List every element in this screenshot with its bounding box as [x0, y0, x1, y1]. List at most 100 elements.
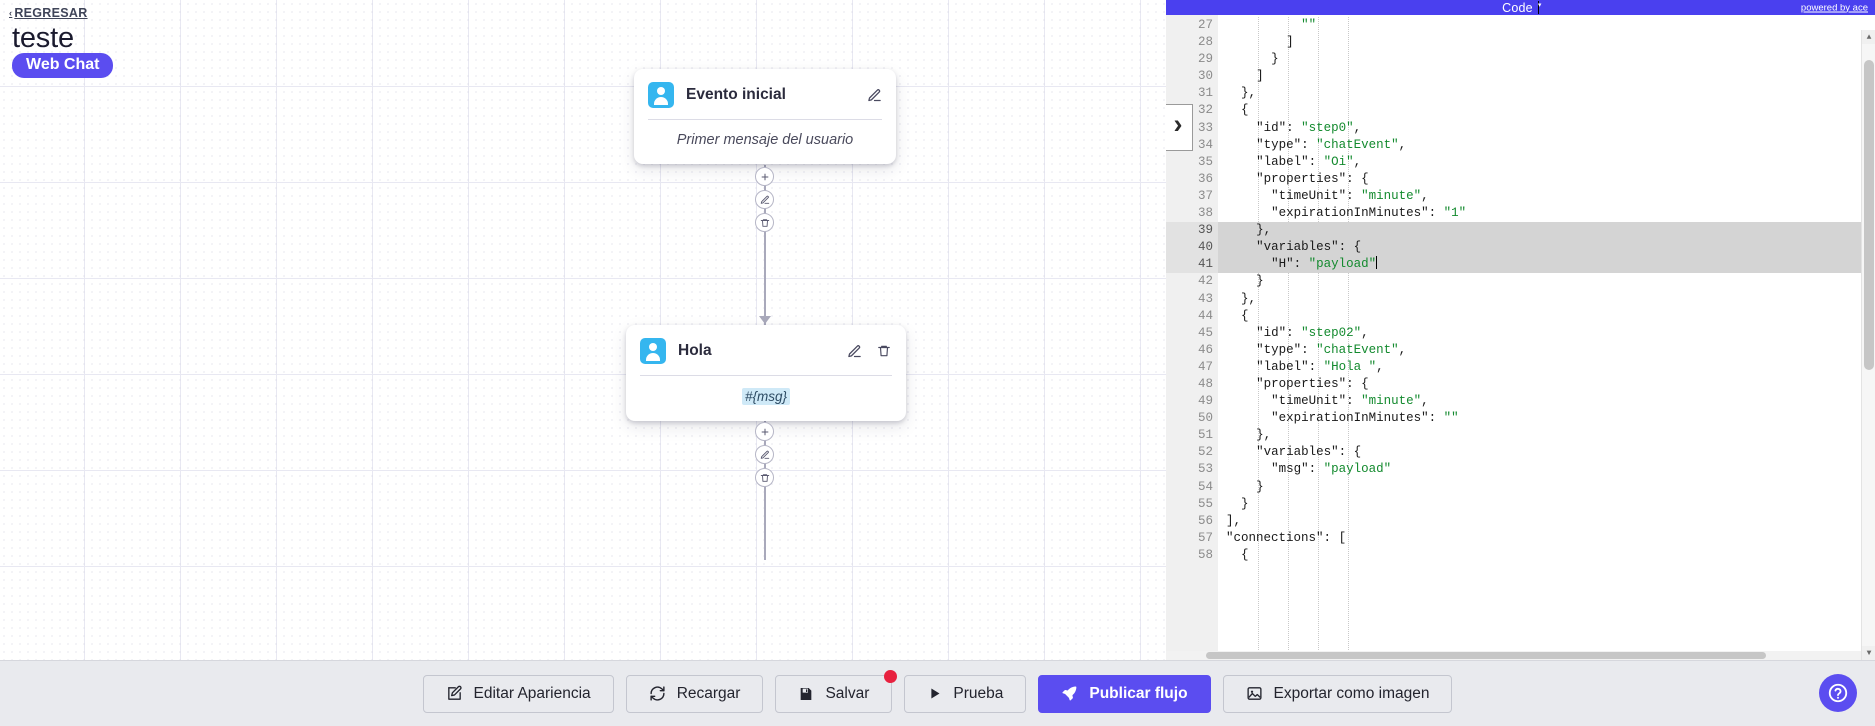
gutter-line-53[interactable]: 53 [1197, 462, 1213, 477]
horizontal-scrollbar[interactable] [1166, 651, 1861, 660]
vertical-scrollbar[interactable]: ▲ ▼ [1861, 30, 1875, 660]
powered-by-link[interactable]: powered by ace [1800, 2, 1868, 13]
code-line-33[interactable]: "id": "step0", [1256, 120, 1362, 135]
delete-icon[interactable] [755, 468, 774, 487]
add-icon[interactable] [755, 422, 774, 441]
code-line-44[interactable]: { [1241, 308, 1249, 323]
code-line-47[interactable]: "label": "Hola ", [1256, 359, 1384, 374]
scroll-up-icon[interactable]: ▲ [1862, 30, 1875, 44]
code-line-34[interactable]: "type": "chatEvent", [1256, 137, 1407, 152]
gutter-line-40[interactable]: 40▾ [1166, 239, 1223, 257]
code-line-31[interactable]: }, [1241, 86, 1257, 101]
add-icon[interactable] [755, 167, 774, 186]
gutter-line-36[interactable]: 36▾ [1166, 171, 1223, 188]
code-line-51[interactable]: }, [1256, 428, 1272, 443]
code-line-35[interactable]: "label": "Oi", [1256, 154, 1362, 169]
help-button[interactable] [1819, 674, 1857, 712]
gutter-line-37[interactable]: 37 [1197, 188, 1213, 203]
gutter-line-29[interactable]: 29 [1197, 52, 1213, 67]
scroll-down-icon[interactable]: ▼ [1862, 646, 1875, 660]
code-line-29[interactable]: } [1271, 52, 1279, 67]
gutter-line-46[interactable]: 46 [1197, 342, 1213, 357]
code-line-46[interactable]: "type": "chatEvent", [1256, 342, 1407, 357]
code-line-52[interactable]: "variables": { [1256, 445, 1362, 460]
code-line-50[interactable]: "expirationInMinutes": "" [1271, 411, 1459, 426]
flow-canvas[interactable]: ‹ REGRESAR teste Web Chat Evento inicial [0, 0, 1166, 660]
code-line-55[interactable]: } [1241, 496, 1249, 511]
code-mode-dropdown[interactable]: Code ▾ [1502, 1, 1541, 15]
gutter-line-27[interactable]: 27 [1197, 18, 1213, 32]
code-line-53[interactable]: "msg": "payload" [1271, 462, 1392, 477]
editar-apariencia-button[interactable]: Editar Apariencia [422, 674, 614, 713]
code-editor-panel: Code ▾ powered by ace 272829303132▾33343… [1166, 0, 1875, 660]
gutter-line-56[interactable]: 56 [1197, 513, 1213, 528]
publicar-flujo-button[interactable]: Publicar flujo [1038, 674, 1211, 713]
code-line-56[interactable]: ], [1226, 513, 1242, 528]
recargar-button[interactable]: Recargar [625, 674, 764, 713]
fold-expand-widget[interactable]: › [1166, 104, 1193, 151]
code-line-49[interactable]: "timeUnit": "minute", [1271, 394, 1429, 409]
gutter-line-48[interactable]: 48▾ [1166, 376, 1223, 393]
code-line-48[interactable]: "properties": { [1256, 376, 1369, 391]
code-line-28[interactable]: ] [1286, 35, 1294, 50]
code-line-36[interactable]: "properties": { [1256, 171, 1369, 186]
gutter-line-33[interactable]: 33 [1197, 120, 1213, 135]
code-line-38[interactable]: "expirationInMinutes": "1" [1271, 206, 1467, 221]
user-avatar-icon [640, 338, 666, 364]
gutter-line-45[interactable]: 45 [1197, 325, 1213, 340]
code-line-42[interactable]: } [1256, 274, 1264, 289]
gutter-line-57[interactable]: 57▾ [1166, 530, 1223, 547]
gutter-line-34[interactable]: 34 [1197, 137, 1213, 152]
gutter-line-55[interactable]: 55 [1197, 496, 1213, 511]
gutter-line-54[interactable]: 54 [1197, 479, 1213, 494]
gutter-line-52[interactable]: 52▾ [1166, 444, 1223, 461]
editor-content[interactable]: "" ] } ] }, { "id": "step0", "type": "ch… [1218, 15, 1875, 660]
prueba-button[interactable]: Prueba [904, 674, 1027, 713]
gutter-line-42[interactable]: 42 [1197, 274, 1213, 289]
delete-icon[interactable] [876, 343, 892, 359]
gutter-line-30[interactable]: 30 [1197, 69, 1213, 84]
code-line-58[interactable]: { [1241, 547, 1249, 562]
salvar-button[interactable]: Salvar [775, 669, 898, 713]
back-link[interactable]: ‹ REGRESAR [9, 6, 88, 20]
ace-editor[interactable]: 272829303132▾33343536▾37383940▾41424344▾… [1166, 15, 1875, 660]
delete-icon[interactable] [755, 213, 774, 232]
code-line-32[interactable]: { [1241, 103, 1249, 118]
edit-icon[interactable] [846, 343, 862, 359]
gutter-line-35[interactable]: 35 [1197, 154, 1213, 169]
edit-icon[interactable] [755, 190, 774, 209]
code-line-43[interactable]: }, [1241, 291, 1257, 306]
gutter-line-28[interactable]: 28 [1197, 35, 1213, 50]
gutter-line-47[interactable]: 47 [1197, 359, 1213, 374]
user-avatar-icon [648, 82, 674, 108]
node-hola[interactable]: Hola #{msg} [626, 325, 906, 421]
exportar-como-imagen-button[interactable]: Exportar como imagen [1222, 674, 1453, 713]
edit-icon[interactable] [866, 87, 882, 103]
code-line-27[interactable]: "" [1301, 18, 1317, 32]
gutter-line-43[interactable]: 43 [1197, 291, 1213, 306]
gutter-line-51[interactable]: 51 [1197, 428, 1213, 443]
node-evento-inicial[interactable]: Evento inicial Primer mensaje del usuari… [634, 69, 896, 164]
code-line-30[interactable]: ] [1256, 69, 1264, 84]
node-title: Evento inicial [686, 86, 786, 103]
horizontal-scrollbar-thumb[interactable] [1206, 652, 1766, 659]
gutter-line-50[interactable]: 50 [1197, 411, 1213, 426]
gutter-line-58[interactable]: 58▾ [1166, 547, 1223, 564]
edit-icon[interactable] [755, 445, 774, 464]
edge-controls-2 [755, 422, 774, 487]
code-line-57[interactable]: "connections": [ [1226, 530, 1347, 545]
gutter-line-31[interactable]: 31 [1197, 86, 1213, 101]
gutter-line-39[interactable]: 39 [1166, 222, 1218, 240]
code-line-45[interactable]: "id": "step02", [1256, 325, 1369, 340]
gutter-line-41[interactable]: 41 [1166, 256, 1218, 274]
code-line-40[interactable]: "variables": { [1218, 239, 1875, 257]
variable-chip: #{msg} [741, 388, 791, 405]
code-line-37[interactable]: "timeUnit": "minute", [1271, 188, 1429, 203]
code-line-39[interactable]: }, [1218, 222, 1875, 240]
gutter-line-49[interactable]: 49 [1197, 394, 1213, 409]
gutter-line-38[interactable]: 38 [1197, 206, 1213, 221]
vertical-scrollbar-thumb[interactable] [1864, 60, 1874, 370]
code-line-54[interactable]: } [1256, 479, 1264, 494]
code-line-41[interactable]: "H": "payload" [1218, 256, 1875, 274]
gutter-line-44[interactable]: 44▾ [1166, 308, 1223, 325]
